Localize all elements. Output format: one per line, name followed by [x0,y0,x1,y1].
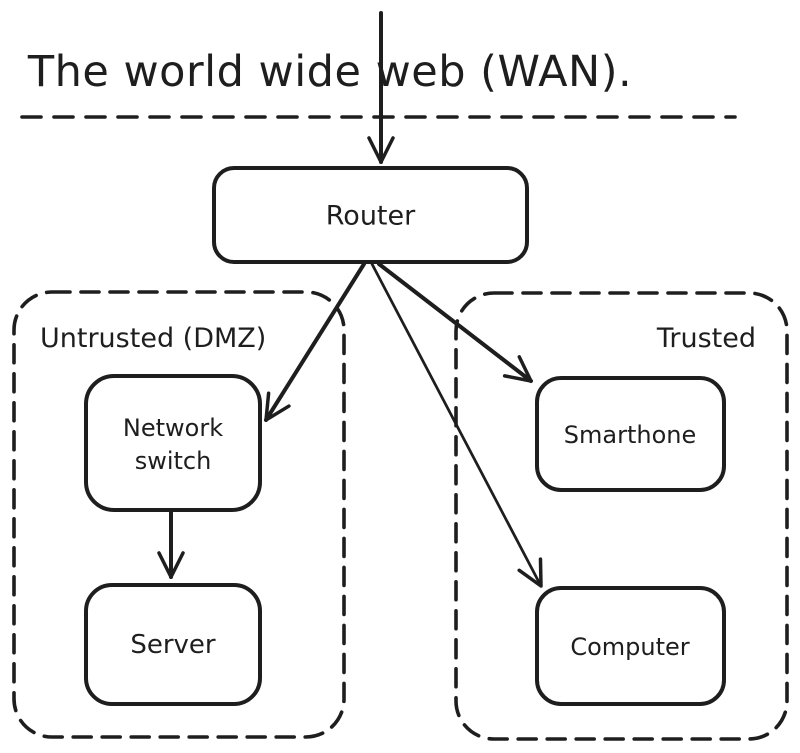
router-label: Router [326,201,416,232]
trusted-zone-label: Trusted [656,323,756,354]
edge-router-to-computer [370,262,543,588]
smartphone-label: Smarthone [564,421,696,449]
node-server: Server [84,583,262,706]
computer-label: Computer [570,633,689,661]
edge-router-to-network-switch [264,262,366,422]
node-network-switch: Network switch [84,374,262,512]
computer-box [535,586,726,706]
server-box [84,583,262,706]
node-router: Router [212,166,529,264]
network-switch-label-line2: switch [135,447,212,475]
diagram-title: The world wide web (WAN). [27,47,632,97]
node-computer: Computer [535,586,726,706]
network-switch-box [84,374,262,512]
server-label: Server [130,630,216,660]
router-box [212,166,529,264]
zone-trusted: Trusted [454,291,789,741]
network-switch-label-line1: Network [123,414,223,442]
trusted-zone-border [454,291,789,741]
untrusted-zone-label: Untrusted (DMZ) [40,323,266,354]
node-smartphone: Smarthone [535,376,726,492]
untrusted-zone-border [12,290,346,739]
edge-router-to-smartphone [377,262,533,383]
zone-untrusted-dmz: Untrusted (DMZ) [12,290,346,739]
smartphone-box [535,376,726,492]
